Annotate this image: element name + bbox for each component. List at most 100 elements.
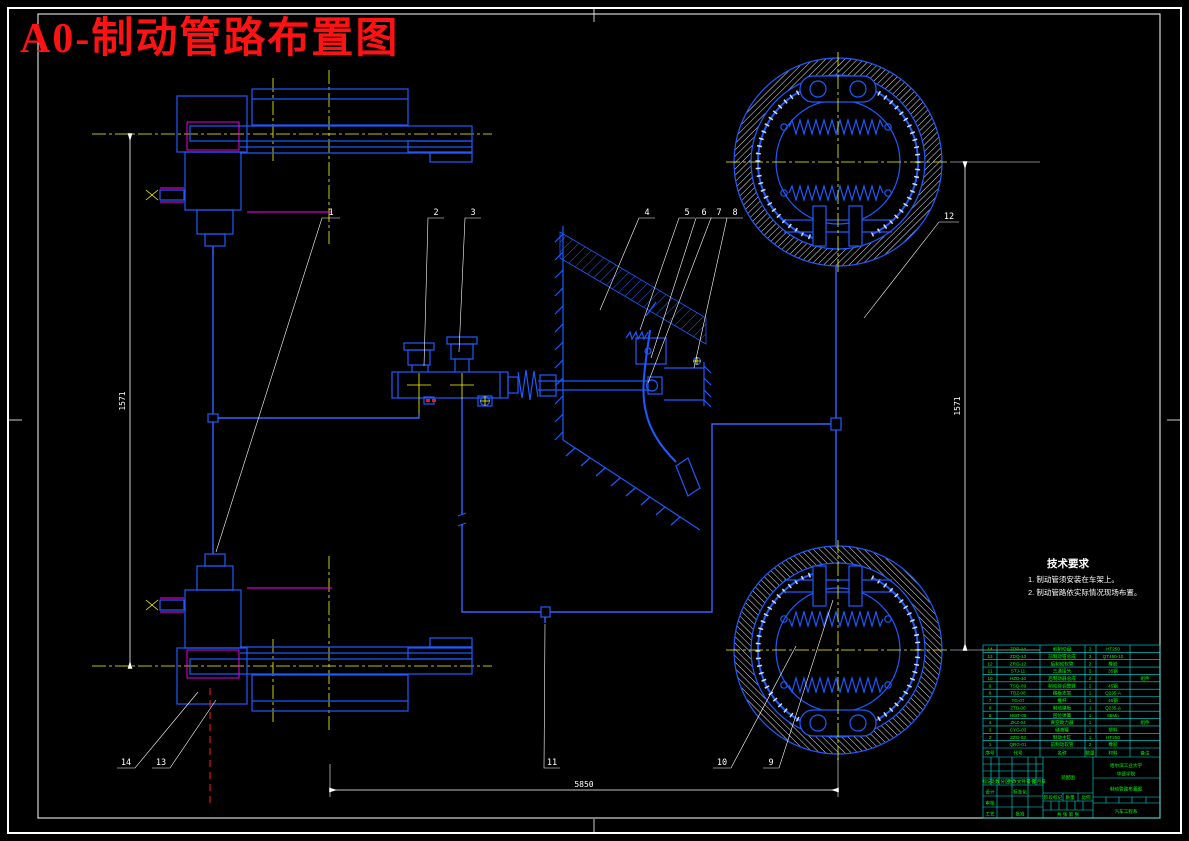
parts-cell: 橡胶	[1108, 660, 1118, 667]
balloon-5: 5	[684, 208, 689, 218]
parts-cell: 前制动软管	[1051, 741, 1074, 748]
bulkhead-hatch	[559, 231, 707, 345]
parts-cell: 2	[989, 735, 992, 740]
disc-brake-section-bottom	[91, 547, 493, 731]
parts-cell: 后制动器总成	[1048, 675, 1076, 682]
parts-cell: 1	[1089, 705, 1092, 710]
firewall-hatch	[554, 233, 564, 441]
parts-cell: HT250	[1106, 647, 1120, 652]
dim-right-track: 1571	[953, 396, 962, 415]
balloon-12: 12	[944, 212, 954, 222]
parts-cell: 45钢	[1108, 697, 1118, 704]
parts-cell: 橡胶	[1108, 741, 1118, 748]
parts-cell: 1	[1089, 713, 1092, 718]
parts-cell: 推杆	[1057, 697, 1067, 704]
parts-cell: 三通接头	[1053, 668, 1072, 675]
pushrod-clevis	[647, 376, 663, 395]
balloon-10: 10	[717, 758, 727, 768]
parts-cell: 2	[1089, 654, 1092, 659]
role-approve: 批准	[1015, 811, 1025, 818]
balloon-labels: 1 2 3 4 5 6 7 8 9 10 11 12 13 14	[121, 208, 954, 768]
mass-label: 质量	[1065, 794, 1075, 801]
parts-cell: 前制动钳总成	[1048, 653, 1076, 660]
disc-brake-section-top	[91, 69, 493, 253]
title-block: 标记 处数 分区 更改文件号 签名 年月日 设计 标准化 审核 工艺 批准 阶段…	[982, 757, 1160, 818]
parts-cell: 制动蹄调整器	[1048, 682, 1076, 689]
parts-cell: 13	[987, 654, 993, 659]
tech-requirements: 技术要求 1. 制动管须安装在车架上。 2. 制动管路依实际情况现场布置。	[1028, 557, 1141, 597]
dim-wheelbase: 5850	[574, 780, 593, 789]
rev-col-zone: 分区	[1000, 778, 1010, 785]
rev-col-mark: 标记	[982, 778, 992, 785]
parts-cell: HT250	[1106, 735, 1120, 740]
parts-cell: 9	[989, 683, 992, 688]
balloon-9: 9	[768, 758, 773, 768]
header-qty: 数量	[1085, 750, 1095, 757]
parts-cell: 1	[989, 742, 992, 747]
parts-cell: 组件	[1140, 675, 1150, 682]
drawing-frame	[7, 7, 1182, 834]
rev-col-date: 年月日	[1032, 778, 1046, 785]
role-design: 设计	[985, 789, 995, 796]
balloon-13: 13	[156, 758, 166, 768]
seal-mark	[426, 399, 430, 402]
parts-cell: 1	[1089, 691, 1092, 696]
parts-cell: 65Mn	[1107, 713, 1119, 718]
balloon-8: 8	[732, 208, 737, 218]
view-label: 装配图	[1061, 774, 1075, 781]
role-standard: 标准化	[1013, 789, 1027, 796]
parts-cell: 制动主缸	[1053, 734, 1072, 741]
parts-cell: 14	[987, 647, 993, 652]
tech-req-line-1: 1. 制动管须安装在车架上。	[1028, 574, 1119, 584]
drawing-name: 制动管路布置图	[1110, 786, 1143, 793]
balloon-2: 2	[433, 208, 438, 218]
parts-cell: 11	[988, 669, 993, 674]
rev-col-sign: 签名	[1026, 778, 1035, 785]
parts-cell: QT450-10	[1103, 654, 1124, 659]
drum-brake-top	[726, 52, 1040, 272]
school-line2: 华德学院	[1117, 771, 1136, 778]
header-material: 材料	[1108, 750, 1118, 757]
parts-cell: 制动踏板	[1053, 704, 1072, 711]
school-line1: 哈尔滨工业大学	[1110, 762, 1143, 769]
pipe-tee-rear	[540, 606, 551, 618]
parts-cell: 塑料	[1108, 726, 1118, 733]
balloon-11: 11	[547, 758, 557, 768]
header-remark: 备注	[1140, 750, 1150, 757]
parts-cell: 8	[989, 691, 992, 696]
sheet-title: A0-制动管路布置图	[20, 15, 399, 62]
rev-col-docno: 更改文件号	[1008, 778, 1031, 785]
parts-cell: 踏板支架	[1053, 690, 1072, 697]
parts-cell: 组件	[1140, 719, 1150, 726]
parts-cell: 回位弹簧	[1053, 712, 1072, 719]
parts-cell: ZRG-12	[1010, 661, 1027, 666]
parts-cell: Q235-A	[1105, 691, 1122, 696]
balloon-1: 1	[328, 208, 333, 218]
parts-cell: ZTB-06	[1010, 705, 1026, 710]
parts-table-header: 序号 代号 名称 数量 材料 备注	[985, 750, 1150, 757]
reservoir-cap-left	[403, 342, 435, 372]
parts-cell: HZD-10	[1010, 676, 1027, 681]
pedal-pivot-bracket	[635, 337, 667, 365]
dim-left-track: 1571	[118, 391, 127, 410]
balloon-6: 6	[701, 208, 706, 218]
balloon-leaders	[117, 217, 959, 769]
seal-mark	[432, 399, 436, 402]
parts-cell: 2	[1089, 676, 1092, 681]
pipe-junction	[830, 417, 842, 431]
parts-cell: TBZ-08	[1010, 691, 1026, 696]
parts-cell: ZDQ-13	[1010, 654, 1027, 659]
parts-cell: 2	[1089, 669, 1092, 674]
parts-cell: 1	[1089, 735, 1092, 740]
parts-cell: 2	[1089, 742, 1092, 747]
tech-req-title: 技术要求	[1047, 557, 1089, 570]
stage-label: 阶段标记	[1044, 794, 1063, 801]
parts-cell: 4	[989, 720, 992, 725]
parts-cell: 5	[989, 713, 992, 718]
brake-pedal-assembly	[554, 226, 712, 531]
parts-cell: QRG-01	[1009, 742, 1027, 747]
parts-cell: ZZG-02	[1010, 735, 1026, 740]
